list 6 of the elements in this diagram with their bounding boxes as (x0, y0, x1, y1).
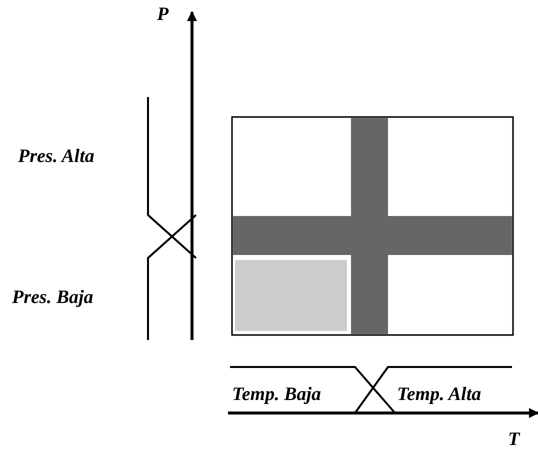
range-label: Pres. Alta (18, 147, 94, 166)
range-label: Temp. Alta (397, 385, 482, 404)
axis-label: P (157, 5, 169, 24)
axis-label: T (508, 430, 520, 449)
range-label: Temp. Baja (232, 385, 322, 404)
range-label: Pres. Baja (12, 288, 94, 307)
